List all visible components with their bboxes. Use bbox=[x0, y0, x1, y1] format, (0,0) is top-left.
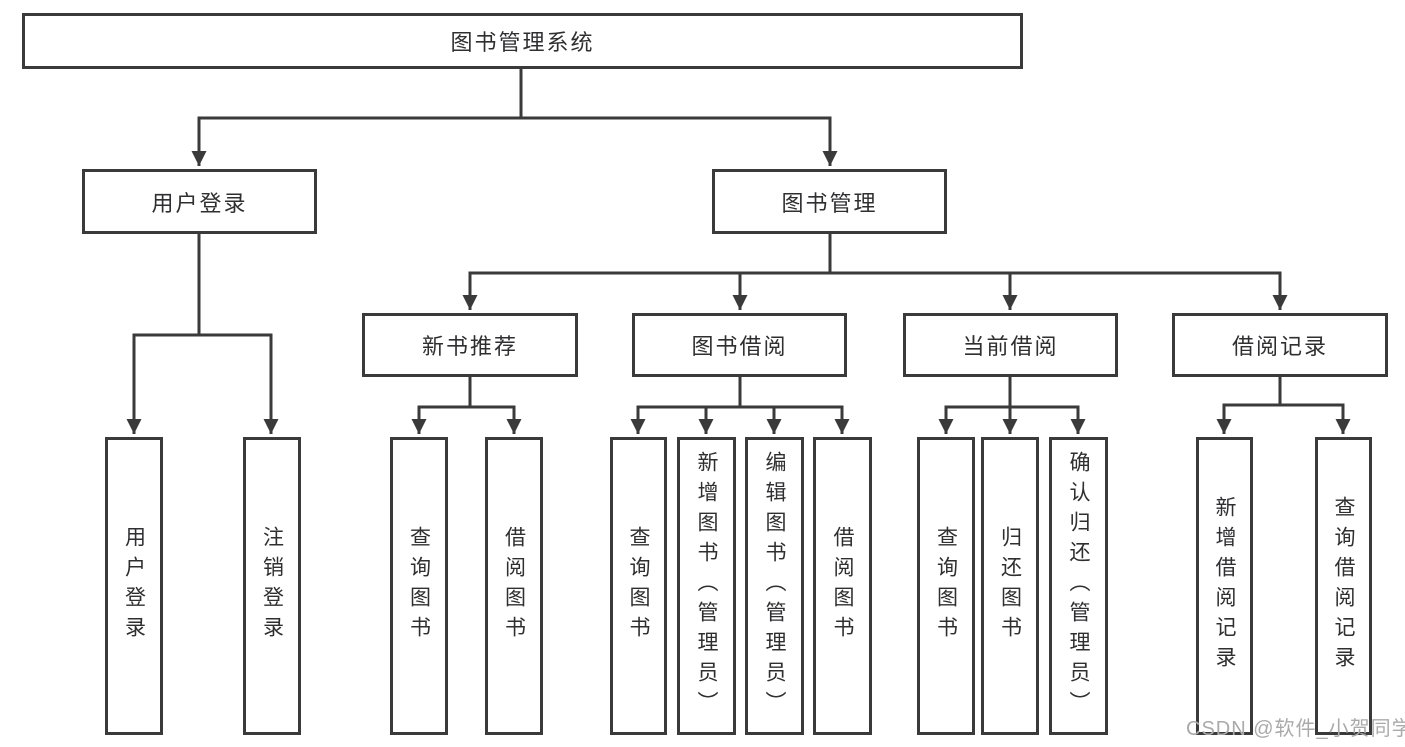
node-current-borrowing-label: 当前借阅 bbox=[962, 334, 1059, 359]
node-user-login: 用户登录 bbox=[82, 169, 317, 234]
leaf-logout-label: 注销登录 bbox=[260, 526, 284, 646]
leaf-query-book-recommend-label: 查询图书 bbox=[407, 526, 431, 646]
node-borrowing-record-label: 借阅记录 bbox=[1231, 334, 1328, 359]
node-book-borrowing: 图书借阅 bbox=[632, 313, 847, 377]
leaf-confirm-return-admin-label: 确认归还（管理员） bbox=[1067, 451, 1090, 721]
leaf-query-borrow-record-label: 查询借阅记录 bbox=[1332, 496, 1355, 676]
leaf-query-book-recommend: 查询图书 bbox=[390, 437, 448, 735]
node-user-login-label: 用户登录 bbox=[151, 190, 248, 216]
leaf-borrow-book-label: 借阅图书 bbox=[831, 526, 854, 646]
leaf-query-book-current: 查询图书 bbox=[917, 437, 975, 735]
leaf-borrow-book-recommend-label: 借阅图书 bbox=[502, 526, 526, 646]
node-current-borrowing: 当前借阅 bbox=[903, 313, 1118, 377]
leaf-edit-book-admin-label: 编辑图书（管理员） bbox=[763, 451, 786, 721]
leaf-add-borrow-record: 新增借阅记录 bbox=[1196, 437, 1253, 735]
leaf-confirm-return-admin: 确认归还（管理员） bbox=[1049, 437, 1108, 735]
leaf-add-book-admin-label: 新增图书（管理员） bbox=[695, 451, 718, 721]
node-borrowing-record: 借阅记录 bbox=[1172, 313, 1388, 377]
leaf-user-login-label: 用户登录 bbox=[122, 526, 146, 646]
leaf-query-book-borrow-label: 查询图书 bbox=[627, 526, 650, 646]
leaf-borrow-book-recommend: 借阅图书 bbox=[485, 437, 543, 735]
leaf-query-book-borrow: 查询图书 bbox=[610, 437, 667, 735]
node-new-book-recommendation-label: 新书推荐 bbox=[421, 334, 518, 359]
node-book-management: 图书管理 bbox=[712, 169, 947, 234]
leaf-logout: 注销登录 bbox=[243, 437, 301, 735]
leaf-return-book: 归还图书 bbox=[981, 437, 1039, 735]
node-book-borrowing-label: 图书借阅 bbox=[691, 334, 788, 359]
leaf-borrow-book: 借阅图书 bbox=[813, 437, 872, 735]
node-book-management-label: 图书管理 bbox=[781, 190, 878, 216]
node-root: 图书管理系统 bbox=[22, 13, 1023, 69]
leaf-query-book-current-label: 查询图书 bbox=[934, 526, 958, 646]
leaf-edit-book-admin: 编辑图书（管理员） bbox=[745, 437, 804, 735]
leaf-return-book-label: 归还图书 bbox=[998, 526, 1022, 646]
node-new-book-recommendation: 新书推荐 bbox=[362, 313, 578, 377]
leaf-add-book-admin: 新增图书（管理员） bbox=[677, 437, 736, 735]
node-root-label: 图书管理系统 bbox=[450, 30, 595, 55]
csdn-watermark: CSDN @软件_小贺同学 bbox=[1186, 718, 1405, 740]
leaf-user-login: 用户登录 bbox=[105, 437, 163, 735]
leaf-query-borrow-record: 查询借阅记录 bbox=[1315, 437, 1372, 735]
leaf-add-borrow-record-label: 新增借阅记录 bbox=[1213, 496, 1236, 676]
